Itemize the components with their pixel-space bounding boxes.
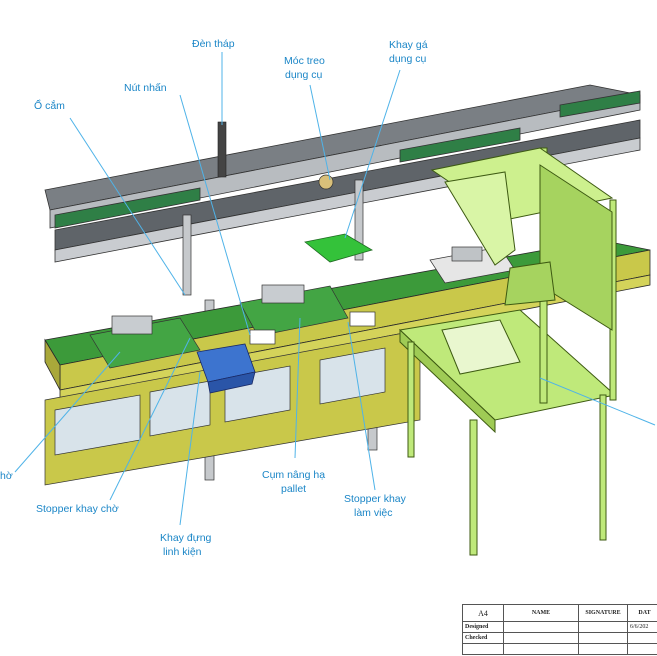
label-pallet-lift-line2: pallet bbox=[281, 483, 307, 495]
label-work-stopper-line2: làm việc bbox=[354, 507, 393, 519]
label-socket: Ổ cắm bbox=[34, 100, 65, 112]
col-signature: SIGNATURE bbox=[578, 604, 628, 622]
workbench bbox=[398, 147, 617, 556]
designed-date: 6/6/202 bbox=[627, 621, 657, 633]
row-checked-label: Checked bbox=[462, 632, 504, 644]
row-blank bbox=[462, 643, 657, 655]
label-left-cut: hờ bbox=[0, 470, 13, 482]
label-tool-hook-line2: dụng cụ bbox=[285, 69, 323, 81]
label-waiting-stopper: Stopper khay chờ bbox=[36, 503, 119, 515]
paper-size: A4 bbox=[462, 604, 504, 622]
label-parts-tray-line2: linh kiện bbox=[163, 546, 202, 558]
label-pallet-lift-line1: Cụm nâng hạ bbox=[262, 469, 326, 481]
col-name: NAME bbox=[503, 604, 579, 622]
title-block: A4 NAME SIGNATURE DAT Designed 6/6/202 C… bbox=[462, 604, 657, 655]
title-block-header: A4 NAME SIGNATURE DAT bbox=[462, 604, 657, 622]
tool-tray bbox=[304, 233, 374, 263]
fixtures bbox=[89, 246, 516, 369]
label-tool-tray-line1: Khay gá bbox=[389, 39, 428, 51]
label-tool-hook-line1: Móc treo bbox=[284, 55, 325, 67]
row-designed: Designed 6/6/202 bbox=[462, 621, 657, 633]
label-tower-light: Đèn tháp bbox=[192, 38, 235, 50]
row-checked: Checked bbox=[462, 632, 657, 644]
label-push-button: Nút nhấn bbox=[124, 82, 167, 94]
callout-lines bbox=[14, 52, 656, 526]
parts-tray bbox=[196, 343, 256, 394]
row-designed-label: Designed bbox=[462, 621, 504, 633]
label-parts-tray-line1: Khay đựng bbox=[160, 532, 212, 544]
label-work-stopper-line1: Stopper khay bbox=[344, 493, 406, 505]
conveyor-line-drawing bbox=[44, 84, 651, 556]
col-date: DAT bbox=[627, 604, 657, 622]
label-tool-tray-line2: dụng cụ bbox=[389, 53, 427, 65]
